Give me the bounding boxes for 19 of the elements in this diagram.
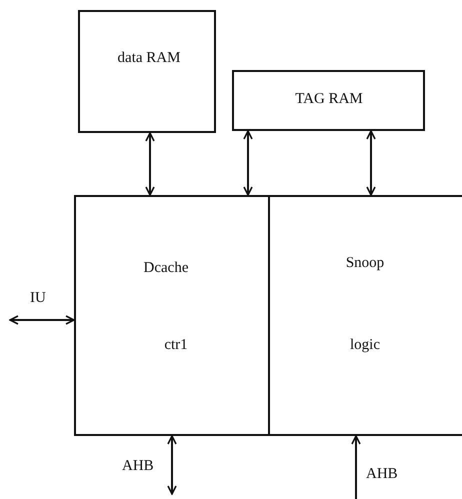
block-label: Dcache [142, 260, 190, 278]
block-label: ctr1 [163, 337, 189, 354]
double-arrow [366, 130, 376, 196]
signal-label: AHB [122, 458, 154, 475]
block-box [74, 195, 270, 436]
double-arrow [145, 132, 155, 196]
double-arrow [243, 130, 253, 196]
double-arrow [351, 435, 361, 499]
block-label: data RAM [116, 50, 182, 68]
signal-label: AHB [366, 466, 398, 483]
block-label: Snoop [344, 255, 386, 272]
double-arrow [167, 435, 177, 495]
double-arrow [9, 315, 75, 325]
block-box [78, 10, 216, 133]
block-label: TAG RAM [294, 91, 364, 108]
block-label: logic [349, 337, 381, 354]
block-box [232, 70, 425, 131]
block-box [268, 195, 462, 436]
signal-label: IU [30, 290, 46, 307]
